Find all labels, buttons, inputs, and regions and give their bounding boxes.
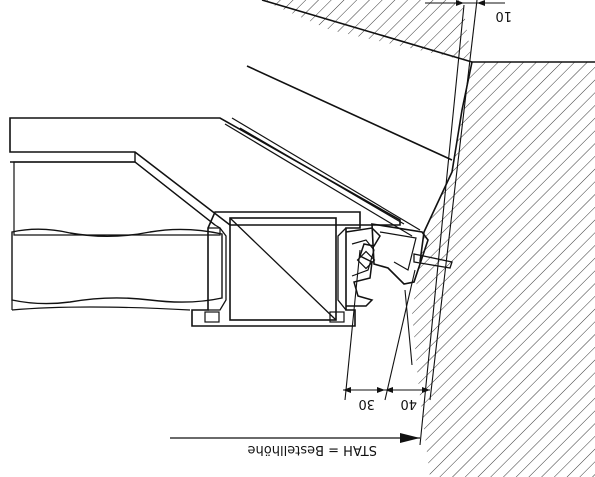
slat-line-1	[231, 117, 421, 231]
frame-profile-outer	[191, 211, 361, 327]
dim-ref-line-d	[344, 249, 361, 401]
frame-left-clip	[208, 227, 227, 311]
gasket-diamond	[356, 250, 376, 270]
dim-label-top: 10	[495, 8, 512, 23]
wall-edge	[419, 61, 473, 263]
dim-arrow-left-2	[377, 387, 385, 393]
order-height-arrow	[400, 433, 420, 443]
order-height-legend: STAH = Bestellhöhe	[248, 442, 377, 457]
frame-right-clip	[337, 227, 347, 311]
drip-nose-inner	[379, 231, 417, 271]
dim-ref-line-a	[419, 4, 465, 446]
guide-line-upper	[246, 65, 453, 161]
wall-core	[13, 161, 221, 236]
dim-arrow-right-1	[385, 387, 393, 393]
sill-board	[9, 117, 401, 226]
dim-ref-line-b	[429, 0, 478, 401]
frame-bottom-tab-2	[329, 311, 345, 323]
wall-masonry	[412, 62, 595, 477]
dim-arrow-top-1	[456, 0, 464, 6]
dim-label-left: 30	[358, 396, 375, 411]
dim-arrow-top-2	[477, 0, 485, 6]
dim-arrow-left-1	[343, 387, 351, 393]
dim-label-right: 40	[400, 396, 417, 411]
insulation-crosshatch	[11, 228, 223, 305]
ceiling-line	[261, 0, 473, 63]
frame-chamber-diagonal	[229, 217, 337, 321]
dim-ref-line-c	[384, 269, 416, 401]
lower-wall-line	[11, 306, 191, 311]
frame-chamber	[229, 217, 337, 321]
wall-bracket	[413, 253, 453, 269]
dim-arrow-right-2	[422, 387, 430, 393]
drip-nose	[371, 223, 429, 285]
frame-bottom-tab-1	[204, 311, 220, 323]
gasket-profile	[345, 227, 381, 307]
dim-ref-line-e	[404, 289, 413, 366]
slat-line-2	[224, 123, 413, 237]
